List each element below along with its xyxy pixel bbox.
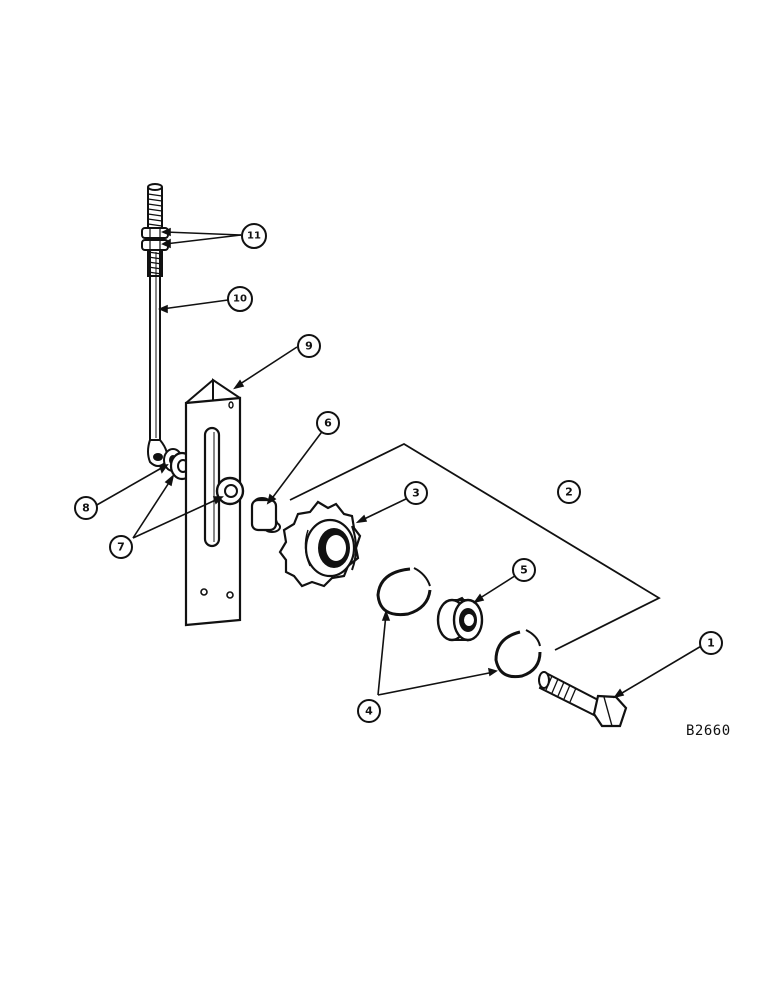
callout-11: 11 [241,223,267,249]
spacer [250,497,281,533]
bolt [538,671,628,728]
drawing-code: B2660 [686,723,731,739]
callout-label: 9 [305,340,313,353]
callout-label: 10 [233,294,247,305]
callout-label: 2 [565,486,573,499]
bracket-line [289,442,661,651]
washer-plate [215,476,245,506]
callout-5: 5 [512,558,536,582]
callout-7: 7 [109,535,133,559]
callout-1: 1 [699,631,723,655]
callout-9: 9 [297,334,321,358]
mounting-plate [184,378,242,627]
callout-label: 11 [247,231,261,242]
callout-label: 3 [412,487,420,500]
callout-6: 6 [316,411,340,435]
callout-label: 4 [365,705,373,718]
callout-4: 4 [357,699,381,723]
callout-2: 2 [557,480,581,504]
callout-label: 6 [324,417,332,430]
callout-label: 5 [520,564,528,577]
callout-8: 8 [74,496,98,520]
callout-label: 1 [707,637,715,650]
snap-ring-upper [376,567,432,617]
callout-3: 3 [404,481,428,505]
bearing [436,596,484,642]
callout-10: 10 [227,286,253,312]
callout-label: 8 [82,502,90,515]
callout-label: 7 [117,541,125,554]
snap-ring-lower [494,629,542,679]
adjusting-rod [147,183,169,467]
sprocket [278,500,362,588]
leader-lines [94,227,704,699]
